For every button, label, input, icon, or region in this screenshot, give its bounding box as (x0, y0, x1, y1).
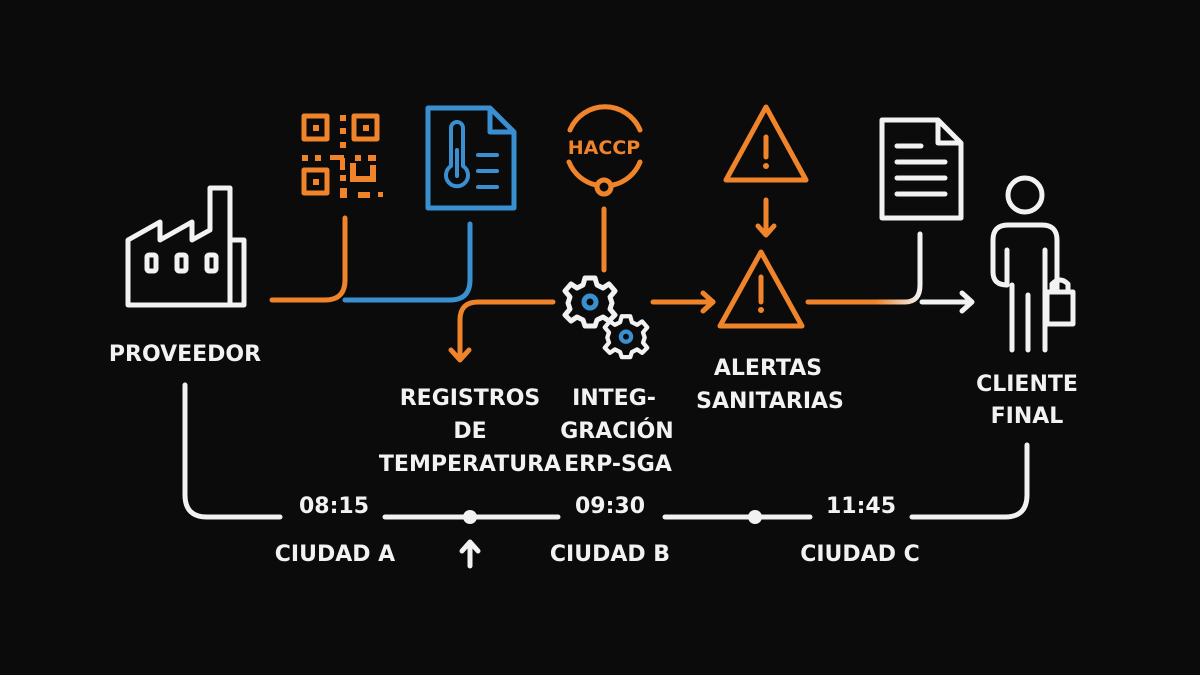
timeline: 08:15 CIUDAD A 09:30 CIUDAD B 11:45 CIUD… (182, 382, 1030, 569)
warning-icon-top (723, 104, 809, 183)
arrow-up-icon (459, 539, 481, 569)
timeline-dot (463, 510, 477, 524)
stop-city: CIUDAD B (550, 542, 670, 567)
stop-time: 09:30 (575, 494, 645, 519)
stop-time: 08:15 (299, 494, 369, 519)
integracion-label: INTEG- GRACIÓN ERP-SGA (560, 386, 673, 477)
stop-city: CIUDAD C (800, 542, 920, 567)
svg-text:REGISTROS: REGISTROS (400, 386, 541, 411)
temperature-document-icon (425, 105, 517, 211)
timeline-dot (748, 510, 762, 524)
person-with-bag-icon (990, 175, 1076, 353)
stop-time: 11:45 (826, 494, 896, 519)
gears-icon (562, 275, 650, 360)
svg-text:DE: DE (453, 419, 486, 444)
haccp-badge-text: HACCP (568, 137, 640, 159)
warning-icon (717, 249, 805, 329)
svg-text:FINAL: FINAL (991, 404, 1064, 429)
factory-icon (125, 185, 247, 308)
svg-text:GRACIÓN: GRACIÓN (560, 418, 673, 444)
registros-label: REGISTROS DE TEMPERATURA (379, 386, 561, 477)
flow-arrow-registros (457, 299, 556, 361)
alertas-label: ALERTAS SANITARIAS (696, 356, 844, 414)
svg-text:INTEG-: INTEG- (572, 386, 656, 411)
haccp-badge-icon: HACCP (566, 104, 643, 197)
svg-text:CLIENTE: CLIENTE (976, 372, 1078, 397)
document-icon (879, 117, 964, 221)
svg-text:ERP-SGA: ERP-SGA (564, 452, 672, 477)
svg-text:SANITARIAS: SANITARIAS (696, 389, 844, 414)
cliente-label: CLIENTE FINAL (976, 372, 1078, 429)
svg-text:ALERTAS: ALERTAS (714, 356, 822, 381)
qr-code-icon (301, 113, 383, 198)
svg-text:TEMPERATURA: TEMPERATURA (379, 452, 561, 477)
proveedor-label: PROVEEDOR (109, 342, 261, 367)
stop-city: CIUDAD A (275, 542, 395, 567)
